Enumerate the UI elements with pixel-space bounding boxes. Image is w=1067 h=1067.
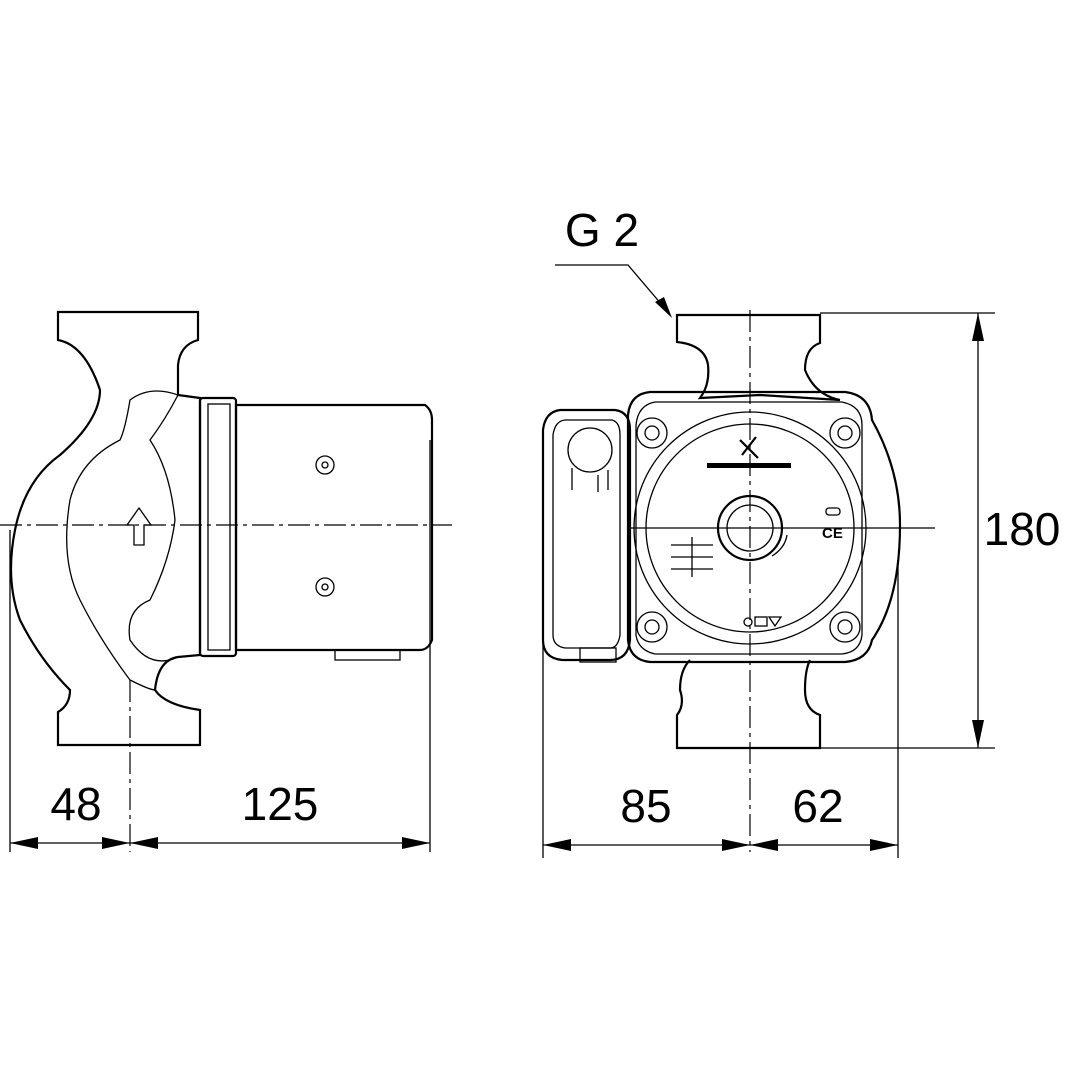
speed-settings-icon <box>671 537 713 577</box>
arrowhead-icon <box>972 720 984 748</box>
bolt-icon <box>636 611 668 643</box>
thread-leader-line <box>555 264 669 313</box>
arrowhead-icon <box>543 839 571 851</box>
bolt-icon <box>829 417 861 449</box>
thread-label: G 2 <box>565 204 639 256</box>
dial-markers-icon <box>571 468 609 492</box>
screw-icon <box>315 455 335 475</box>
control-box-inner <box>552 419 621 649</box>
arrowhead-icon <box>722 839 750 851</box>
grundfos-logo <box>707 436 791 468</box>
arrowhead-icon <box>655 297 672 318</box>
ce-mark-logo: CE <box>822 507 843 542</box>
flange-inner <box>207 403 231 651</box>
bottom-outlet-flange <box>675 659 822 750</box>
pump-body-square <box>626 390 902 664</box>
arrowhead-icon <box>972 313 984 341</box>
screw-icon <box>315 577 335 597</box>
front-view: CE 180 85 62 G 2 <box>541 204 1061 858</box>
screw-center-icon <box>321 583 329 591</box>
arrowhead-icon <box>130 837 158 849</box>
bolt-icon <box>829 611 861 643</box>
housing-inner-curl <box>128 394 179 662</box>
side-view: 48 125 <box>0 310 452 852</box>
flow-arrow-icon <box>125 506 153 546</box>
dimension-125: 125 <box>242 778 319 830</box>
svg-text:CE: CE <box>822 525 843 542</box>
dimension-180: 180 <box>984 503 1061 555</box>
top-inlet-flange <box>675 313 841 402</box>
arrowhead-icon <box>402 837 430 849</box>
status-symbols-icon <box>743 616 783 628</box>
arrowhead-icon <box>750 839 778 851</box>
arrowhead-icon <box>102 837 130 849</box>
dimension-62: 62 <box>792 780 843 832</box>
housing-inner-contour <box>66 390 179 691</box>
screw-center-icon <box>321 461 329 469</box>
terminal-box-foot <box>334 649 401 661</box>
control-box <box>541 408 632 662</box>
arrowhead-icon <box>10 837 38 849</box>
dimension-85: 85 <box>620 780 671 832</box>
cable-entry <box>579 647 617 663</box>
speed-dial-icon <box>567 427 613 473</box>
bolt-icon <box>636 417 668 449</box>
pump-housing-outline <box>9 310 202 747</box>
pump-body-inner <box>635 401 863 655</box>
motor-can <box>234 403 434 652</box>
rotation-arrow-icon <box>771 534 788 557</box>
arrowhead-icon <box>870 839 898 851</box>
dimension-48: 48 <box>50 778 101 830</box>
